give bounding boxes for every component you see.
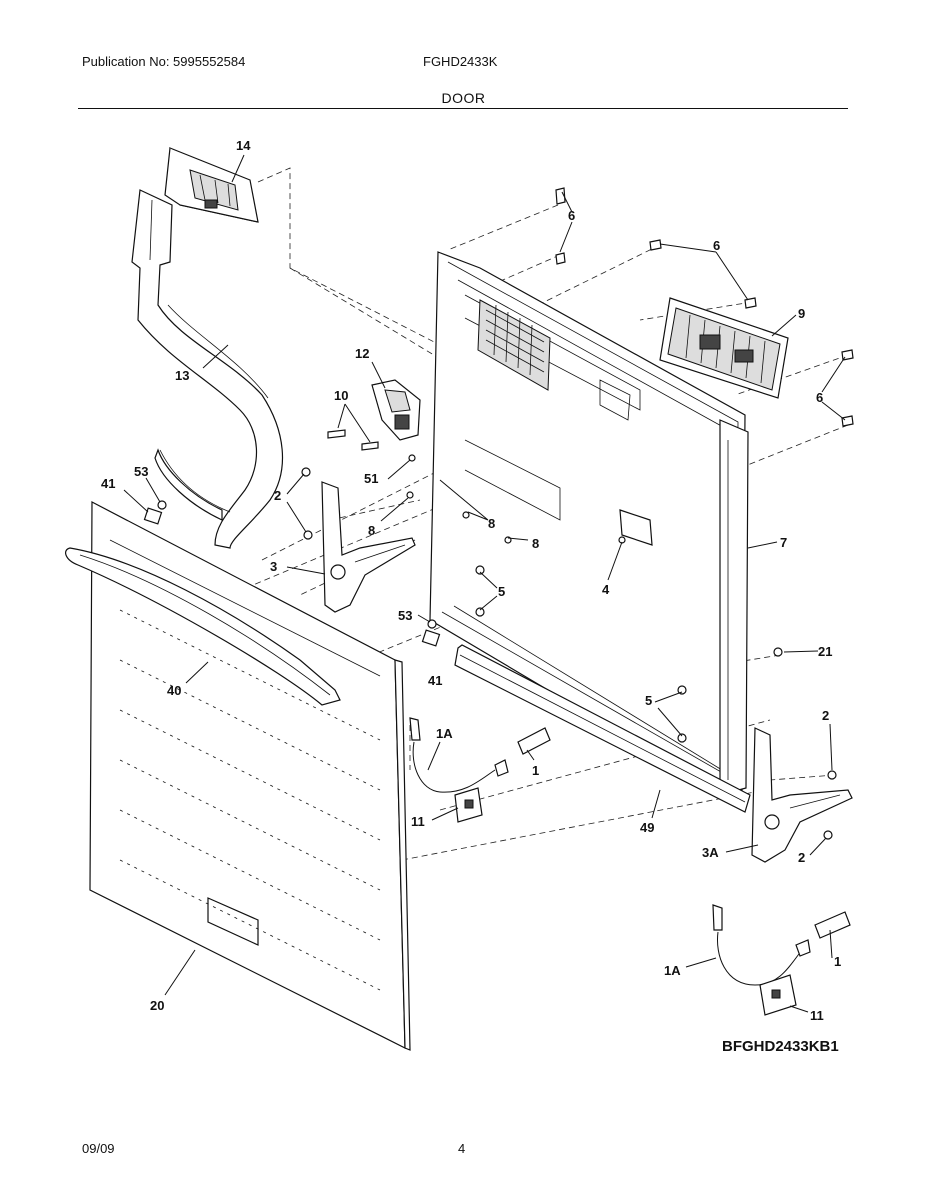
part-20-outer-door-panel: [89, 501, 411, 1051]
callout-41-upper: 41: [101, 476, 115, 491]
callout-1-inset: 1: [834, 954, 841, 969]
callout-8-center: 8: [488, 516, 495, 531]
section-title: DOOR: [441, 90, 486, 106]
part-10-latch-screws: [327, 429, 379, 451]
drawing-code: BFGHD2433KB1: [722, 1038, 839, 1055]
callout-11-left: 11: [411, 814, 425, 829]
leader-lines: [123, 154, 846, 1013]
fasteners: [301, 187, 854, 840]
callout-1A-inset: 1A: [664, 963, 681, 978]
callout-53-upper: 53: [134, 464, 148, 479]
model-number: FGHD2433K: [423, 54, 498, 69]
callout-6-right: 6: [816, 390, 823, 405]
callout-9: 9: [798, 306, 805, 321]
callout-21: 21: [818, 644, 832, 659]
part-49-bottom-trim: [454, 644, 751, 813]
door-switch-set-inset: [712, 904, 851, 1016]
parts-41-53-brackets: [143, 500, 441, 647]
callout-1-left: 1: [532, 763, 539, 778]
callout-14: 14: [236, 138, 251, 153]
callout-6-top: 6: [568, 208, 575, 223]
part-3-left-hinge: [321, 481, 416, 613]
callout-20: 20: [150, 998, 164, 1013]
callout-2-left: 2: [274, 488, 281, 503]
door-switch-set-left: [409, 717, 551, 823]
part-13-vent-duct: [131, 189, 284, 549]
footer-page-number: 4: [458, 1141, 466, 1156]
callout-5-upper: 5: [498, 584, 505, 599]
footer-date: 09/09: [82, 1141, 115, 1156]
callout-51: 51: [364, 471, 378, 486]
callout-40: 40: [167, 683, 181, 698]
callout-3: 3: [270, 559, 277, 574]
part-3A-right-hinge: [751, 727, 853, 863]
part-12-door-latch: [371, 379, 421, 441]
callout-5-lower: 5: [645, 693, 652, 708]
part-7-inner-door-liner: [429, 251, 749, 796]
callout-6-mid: 6: [713, 238, 720, 253]
header-rule: [78, 108, 848, 109]
callout-11-inset: 11: [810, 1008, 824, 1023]
callout-49: 49: [640, 820, 654, 835]
callout-labels: 14 13 12 10 6 6 9 6 53 41 2 3 51 8 8 8 5…: [101, 138, 841, 1023]
publication-number: Publication No: 5995552584: [82, 54, 246, 69]
callout-13: 13: [175, 368, 189, 383]
callout-8-left: 8: [368, 523, 375, 538]
part-9-control-panel: [659, 297, 789, 399]
callout-10: 10: [334, 388, 348, 403]
callout-41-lower: 41: [428, 673, 442, 688]
callout-12: 12: [355, 346, 369, 361]
part-40-door-handle: [65, 547, 341, 706]
callout-4: 4: [602, 582, 610, 597]
callout-8-right: 8: [532, 536, 539, 551]
callout-2-right-upper: 2: [822, 708, 829, 723]
part-14-vent-housing: [164, 147, 259, 223]
callout-2-right-lower: 2: [798, 850, 805, 865]
callout-7: 7: [780, 535, 787, 550]
callout-3A: 3A: [702, 845, 719, 860]
callout-1A-left: 1A: [436, 726, 453, 741]
callout-53-lower: 53: [398, 608, 412, 623]
